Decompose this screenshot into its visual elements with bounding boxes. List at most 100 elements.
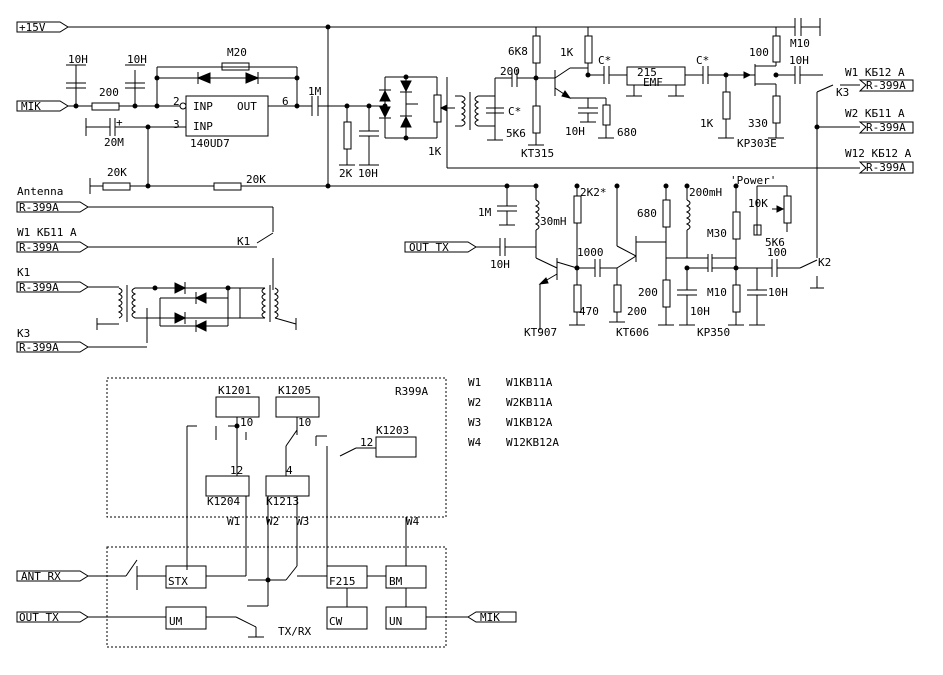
w3-tag: W3	[296, 515, 309, 528]
legend-key-1: W2	[468, 396, 481, 409]
m20-label: M20	[227, 46, 247, 59]
r330-label: 330	[748, 117, 768, 130]
l200mh-label: 200mH	[689, 186, 722, 199]
legend-key-2: W3	[468, 416, 481, 429]
right-relay-k3: K3 R-399A W1 КБ12 А R-399A W2 КБ11 А R-3…	[814, 66, 914, 258]
cstar-b-label: C*	[598, 54, 611, 67]
legend-item: W3 W1KB12A	[468, 416, 553, 429]
k3-left-label: K3	[17, 327, 30, 340]
tx-chain: OUT TX 10H 1M 30mH KT907 2K2* 470	[404, 174, 831, 339]
r399-4: R-399A	[19, 341, 59, 354]
n4: 4	[286, 464, 293, 477]
kt606-label: KT606	[616, 326, 649, 339]
c1m-label: 1M	[308, 85, 322, 98]
left-ports: Antenna R-399A K1 W1 КБ11 А R-399A K1 R-…	[16, 185, 297, 354]
k1-relay-label: K1	[237, 235, 250, 248]
r399-r3: R-399A	[866, 161, 906, 174]
r10k-label: 10K	[748, 197, 768, 210]
r680-b-label: 680	[637, 207, 657, 220]
mic-preamp: MIK 200 10H 10H M20 INP INP OUT 140UD7 2…	[16, 46, 535, 194]
ic-inp2: INP	[193, 120, 213, 133]
bm-label: BM	[389, 575, 403, 588]
c20m-label: 20M	[104, 136, 124, 149]
mik-port-label: MIK	[21, 100, 41, 113]
k1203-label: K1203	[376, 424, 409, 437]
legend-value-1: W2KB11A	[506, 396, 553, 409]
kt907-label: KT907	[524, 326, 557, 339]
w1-tag: W1	[227, 515, 240, 528]
k1205-label: K1205	[278, 384, 311, 397]
c10h-b-label: 10H	[127, 53, 147, 66]
w1-kb12-label: W1 КБ12 А	[845, 66, 905, 79]
k1201-label: K1201	[218, 384, 251, 397]
w1-kb11-left-label: W1 КБ11 А	[17, 226, 77, 239]
kp350-label: KP350	[697, 326, 730, 339]
w4-tag: W4	[406, 515, 420, 528]
r399-1: R-399A	[19, 201, 59, 214]
c200-label: 200	[500, 65, 520, 78]
f215-label: 215	[637, 66, 657, 79]
r200-label: 200	[99, 86, 119, 99]
legend-value-3: W12KB12A	[506, 436, 559, 449]
ic-out: OUT	[237, 100, 257, 113]
out-tx-port: OUT TX	[409, 241, 449, 254]
power-label: 'Power'	[730, 174, 776, 187]
c10h-g-label: 10H	[690, 305, 710, 318]
cap-plus: +	[116, 116, 123, 129]
k1204-label: K1204	[207, 495, 240, 508]
r2k2-label: 2K2*	[580, 186, 607, 199]
receiver-chain: 2K 10H 1K C*	[339, 27, 840, 180]
r2k-label: 2K	[339, 167, 353, 180]
cstar-a-label: C*	[508, 105, 521, 118]
r1k-a-label: 1K	[560, 46, 574, 59]
legend-value-0: W1KB11A	[506, 376, 553, 389]
r200-c-label: 200	[627, 305, 647, 318]
c10h-e-label: 10H	[789, 54, 809, 67]
out-tx-block-port: OUT TX	[19, 611, 59, 624]
n12b: 12	[360, 436, 373, 449]
un-label: UN	[389, 615, 402, 628]
femf-label: EMF	[643, 76, 663, 89]
r399-2: R-399A	[19, 241, 59, 254]
f215-block: F215	[329, 575, 356, 588]
ant-rx-port: ANT RX	[21, 570, 61, 583]
mik-block-port: MIK	[480, 611, 500, 624]
r470-label: 470	[579, 305, 599, 318]
r680-a-label: 680	[617, 126, 637, 139]
n10a: 10	[240, 416, 253, 429]
legend-value-2: W1KB12A	[506, 416, 553, 429]
legend: W1 W1KB11A W2 W2KB11A W3 W1KB12A W4 W12K…	[468, 376, 559, 449]
w12-kb12-label: W12 КБ12 А	[845, 147, 912, 160]
r399a-title: R399A	[395, 385, 428, 398]
kt315-label: KT315	[521, 147, 554, 160]
r399-3: R-399A	[19, 281, 59, 294]
ic-pin2: 2	[173, 95, 180, 108]
power-rail: +15V M10	[16, 18, 821, 188]
ic-pin6: 6	[282, 95, 289, 108]
rm30-label: M30	[707, 227, 727, 240]
r399-r1: R-399A	[866, 79, 906, 92]
legend-key-3: W4	[468, 436, 482, 449]
antenna-label: Antenna	[17, 185, 63, 198]
r20k-a-label: 20K	[107, 166, 127, 179]
w2-tag: W2	[266, 515, 279, 528]
k2-label: K2	[818, 256, 831, 269]
r20k-b-label: 20K	[246, 173, 266, 186]
legend-key-0: W1	[468, 376, 481, 389]
ic-pin3: 3	[173, 118, 180, 131]
plus15v-label: +15V	[19, 21, 46, 34]
legend-item: W4 W12KB12A	[468, 436, 559, 449]
c100-label: 100	[767, 246, 787, 259]
block-diagram: R399A K1201 K1205 K1203 K1204 K1213 10 1…	[16, 377, 517, 648]
c10h-a-label: 10H	[68, 53, 88, 66]
c10h-d-label: 10H	[565, 125, 585, 138]
cw-label: CW	[329, 615, 343, 628]
r399-r2: R-399A	[866, 121, 906, 134]
ic-inp1: INP	[193, 100, 213, 113]
m10-label: M10	[790, 37, 810, 50]
k1-left-label: K1	[17, 266, 30, 279]
ic-name: 140UD7	[190, 137, 230, 150]
k3-right-label: K3	[836, 86, 849, 99]
l30mh-label: 30mH	[540, 215, 567, 228]
